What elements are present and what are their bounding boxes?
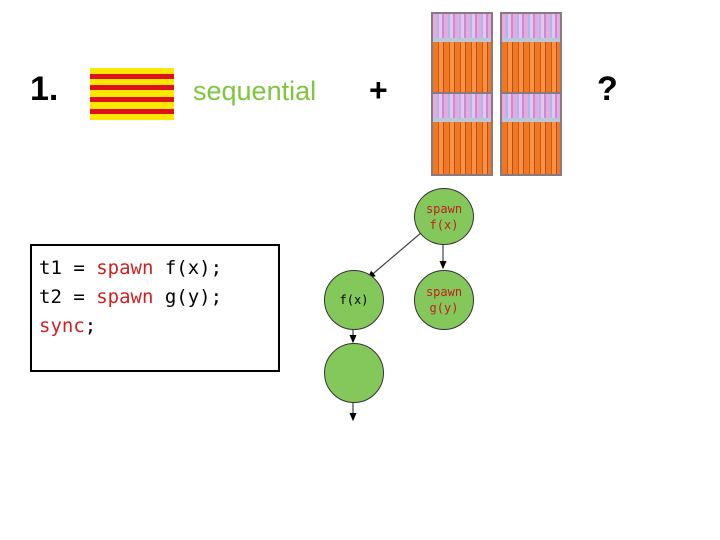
code-keyword: sync	[39, 315, 85, 337]
slide-number: 1.	[30, 70, 59, 108]
sequential-label: sequential	[193, 76, 317, 106]
code-text: g(y);	[153, 286, 223, 308]
processor-chip-icon	[500, 12, 562, 96]
code-text: ;	[84, 315, 97, 337]
dag-node-fx: f(x)	[324, 270, 384, 330]
code-keyword: spawn	[96, 286, 154, 308]
edge-spawnf-fx	[367, 231, 423, 279]
code-text: f(x);	[153, 257, 223, 279]
code-listing: t1 = spawn f(x);t2 = spawn g(y);sync;	[39, 254, 222, 341]
plus-symbol: +	[369, 72, 388, 108]
code-keyword: spawn	[96, 257, 154, 279]
dag-node-label: f(x)	[339, 293, 369, 307]
dag-node-spawn-f: spawn f(x)	[414, 188, 474, 245]
dag-node-label: spawn f(x)	[425, 201, 463, 232]
question-mark: ?	[597, 70, 618, 108]
code-line: t2 = spawn g(y);	[39, 283, 222, 312]
code-line: t1 = spawn f(x);	[39, 254, 222, 283]
dag-node-empty	[324, 343, 384, 403]
code-text: t1 =	[39, 257, 97, 279]
code-text: t2 =	[39, 286, 97, 308]
processor-chip-icon	[500, 92, 562, 176]
catalan-flag-icon	[90, 68, 174, 120]
processor-chip-icon	[431, 92, 493, 176]
dag-node-label: spawn g(y)	[425, 285, 463, 315]
dag-node-spawn-g: spawn g(y)	[414, 270, 474, 330]
code-box: t1 = spawn f(x);t2 = spawn g(y);sync;	[30, 244, 280, 372]
processor-chip-icon	[431, 12, 493, 96]
code-line: sync;	[39, 312, 222, 341]
